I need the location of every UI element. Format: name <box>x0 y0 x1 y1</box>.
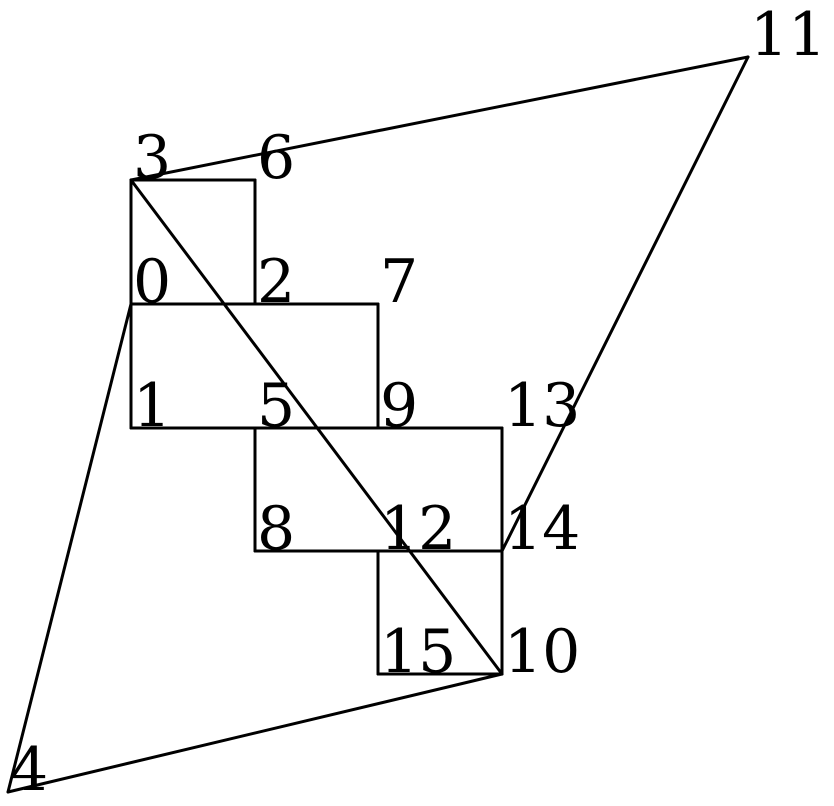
edge-0-4 <box>6 302 133 794</box>
edge-4-10 <box>6 672 504 794</box>
node-label-14: 14 <box>504 494 580 564</box>
node-label-10: 10 <box>504 617 580 687</box>
node-label-6: 6 <box>257 123 295 193</box>
node-label-1: 1 <box>133 371 171 441</box>
node-label-3: 3 <box>133 123 171 193</box>
node-label-15: 15 <box>380 617 456 687</box>
node-label-12: 12 <box>380 494 456 564</box>
edge-3-10 <box>129 178 504 676</box>
node-label-9: 9 <box>380 371 418 441</box>
graph-edges <box>6 55 750 794</box>
node-label-2: 2 <box>257 247 295 317</box>
node-label-11: 11 <box>750 0 826 70</box>
edge-11-14 <box>500 55 750 553</box>
node-label-13: 13 <box>504 371 580 441</box>
node-label-5: 5 <box>257 371 295 441</box>
edge-3-11 <box>129 55 750 182</box>
node-label-8: 8 <box>257 494 295 564</box>
node-label-4: 4 <box>10 735 48 805</box>
node-label-0: 0 <box>133 247 171 317</box>
node-label-7: 7 <box>380 247 418 317</box>
